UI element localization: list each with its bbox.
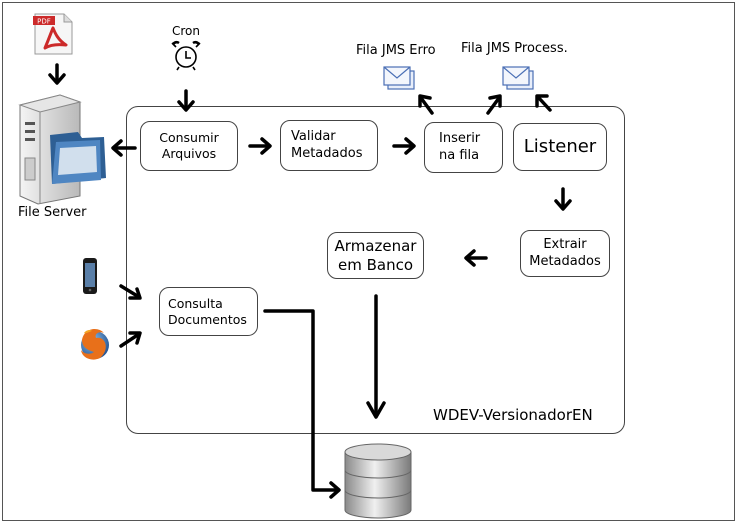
system-name-label: WDEV-VersionadorEN <box>433 406 593 424</box>
file-server-icon <box>18 94 106 205</box>
firefox-icon <box>81 328 109 360</box>
arrow-consumir-to-validar <box>248 137 272 155</box>
smartphone-icon <box>83 258 97 294</box>
node-armazenar-em-banco: Armazenar em Banco <box>327 232 424 279</box>
alarm-clock-icon <box>171 40 201 71</box>
file-server-label: File Server <box>18 205 87 220</box>
arrow-cron-to-consumir <box>177 89 195 112</box>
arrow-validar-to-inserir <box>392 137 416 155</box>
envelope-icon-error <box>383 66 415 90</box>
node-consumir-arquivos: Consumir Arquivos <box>140 121 238 171</box>
queue-process-label: Fila JMS Process. <box>461 41 568 56</box>
arrow-consulta-to-database <box>263 309 341 499</box>
node-inserir-na-fila: Inserir na fila <box>424 122 503 173</box>
node-consulta-documentos: Consulta Documentos <box>159 287 258 336</box>
node-listener: Listener <box>513 123 607 171</box>
pdf-badge-text: PDF <box>37 18 51 26</box>
system-boundary <box>126 106 625 434</box>
database-icon <box>344 443 412 519</box>
queue-error-label: Fila JMS Erro <box>356 43 436 58</box>
arrow-listener-to-extrair <box>554 187 572 211</box>
arrow-extrair-to-armazenar <box>464 249 488 267</box>
arrow-phone-to-consulta <box>119 284 142 300</box>
arrow-pdf-to-server <box>48 63 66 85</box>
arrow-consumir-to-server <box>111 139 137 157</box>
cron-label: Cron <box>172 24 200 38</box>
envelope-icon-process <box>502 66 534 90</box>
arrow-process-to-listener <box>535 94 552 112</box>
arrow-inserir-to-process <box>486 94 502 115</box>
node-validar-metadados: Validar Metadados <box>280 120 378 171</box>
arrow-browser-to-consulta <box>119 331 142 348</box>
node-extrair-metadados: Extrair Metadados <box>520 230 610 277</box>
pdf-file-icon: PDF <box>33 13 73 55</box>
arrow-armazenar-to-database <box>366 294 386 419</box>
arrow-inserir-to-erro <box>418 94 434 115</box>
